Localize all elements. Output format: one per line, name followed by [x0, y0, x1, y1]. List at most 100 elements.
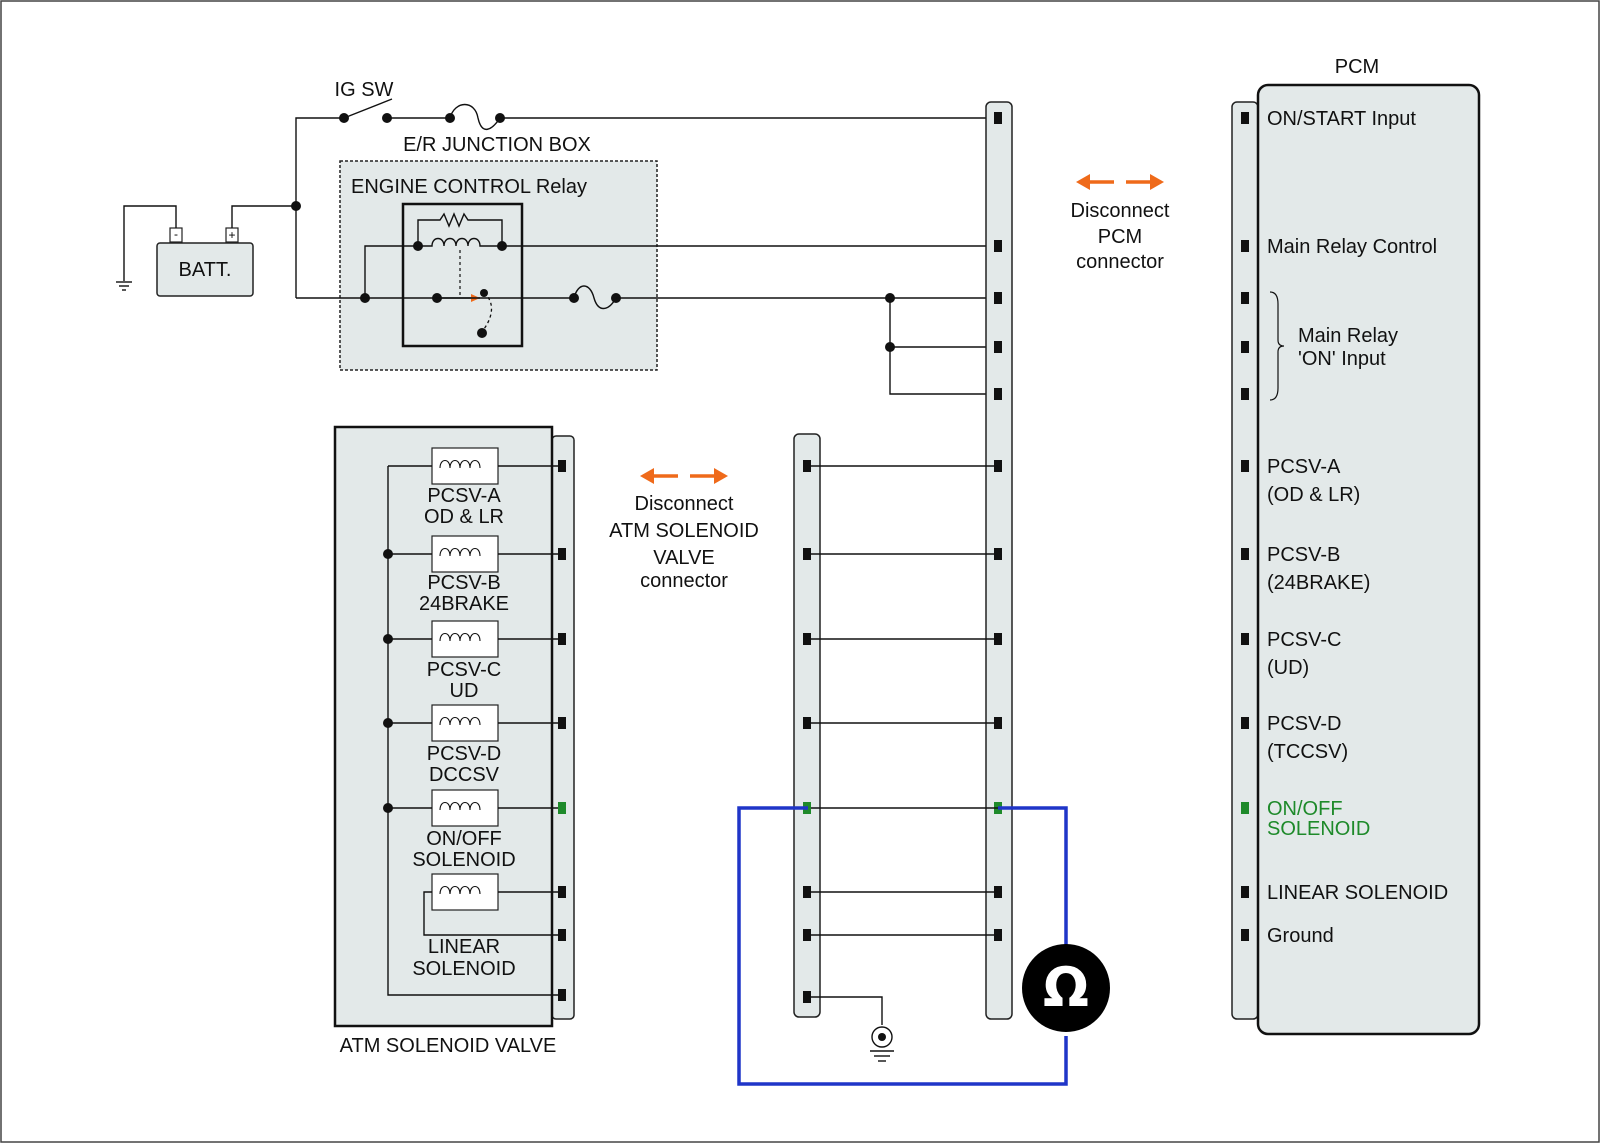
solenoid-label: PCSV-C	[427, 659, 501, 681]
engine-control-relay-box: ENGINE CONTROL Relay	[339, 160, 658, 371]
ig-sw-label: IG SW	[335, 79, 394, 101]
pcm-pin[interactable]	[1241, 388, 1249, 400]
pcm-pin-label: (OD & LR)	[1267, 484, 1360, 506]
engine-control-relay-label: ENGINE CONTROL Relay	[351, 176, 587, 198]
atm-harness-pin[interactable]	[803, 991, 811, 1003]
svg-text:+: +	[228, 228, 235, 242]
pcm-pin[interactable]	[1241, 548, 1249, 560]
pcm-harness-pin[interactable]	[994, 292, 1002, 304]
atm-valve-pin[interactable]	[558, 633, 566, 645]
meter-lead-left	[737, 806, 1068, 1086]
pcm-pin-label: Ground	[1267, 925, 1334, 947]
solenoid-coil	[423, 873, 562, 911]
pcm-pin-label: ON/START Input	[1267, 108, 1416, 130]
pcm-pin-label: SOLENOID	[1267, 818, 1370, 840]
atm-solenoid-valve-label: ATM SOLENOID VALVE	[340, 1035, 557, 1057]
disconnect-pcm-line2: PCM	[1098, 226, 1142, 248]
pcm-pin[interactable]	[1241, 929, 1249, 941]
disconnect-pcm-arrows	[1076, 174, 1164, 190]
pcm-pin-label: 'ON' Input	[1298, 348, 1386, 370]
pcm-title: PCM	[1335, 56, 1379, 78]
solenoid-label: LINEAR	[428, 936, 500, 958]
solenoid-label: SOLENOID	[412, 849, 515, 871]
atm-harness-pin[interactable]	[803, 548, 811, 560]
solenoid-label: PCSV-D	[427, 743, 501, 765]
solenoid-coil	[383, 620, 562, 658]
pcm-pin[interactable]	[1241, 886, 1249, 898]
atm-valve-pin[interactable]	[558, 989, 566, 1001]
pcm-harness-pin[interactable]	[994, 388, 1002, 400]
ground-symbol	[116, 281, 132, 291]
pcm-harness-pin[interactable]	[994, 112, 1002, 124]
ohmmeter[interactable]: Ω	[1022, 944, 1110, 1032]
ohm-icon: Ω	[1043, 956, 1089, 1019]
solenoid-coil	[383, 704, 562, 742]
pcm-pin-label: PCSV-A	[1267, 456, 1341, 478]
atm-valve-pin[interactable]	[558, 460, 566, 472]
disconnect-atm-arrows	[640, 468, 728, 484]
pcm-pin-label: LINEAR SOLENOID	[1267, 882, 1448, 904]
pcm-connector-strip	[1231, 101, 1259, 1020]
atm-valve-pin[interactable]	[558, 548, 566, 560]
atm-valve-pin[interactable]	[558, 929, 566, 941]
solenoid-label: ON/OFF	[426, 828, 502, 850]
solenoid-label: UD	[450, 680, 479, 702]
pcm-pin-label: PCSV-D	[1267, 713, 1341, 735]
solenoid-coil	[388, 447, 562, 485]
atm-harness-pin[interactable]	[803, 886, 811, 898]
pcm-harness-pin[interactable]	[994, 341, 1002, 353]
atm-valve-pin[interactable]	[558, 886, 566, 898]
pcm-pin-label: (24BRAKE)	[1267, 572, 1370, 594]
linear-solenoid-return	[423, 897, 562, 936]
er-junction-box-label: E/R JUNCTION BOX	[403, 134, 591, 156]
solenoid-label: 24BRAKE	[419, 593, 509, 615]
disconnect-atm-line3: VALVE	[653, 547, 715, 569]
pcm-pin-label: PCSV-B	[1267, 544, 1340, 566]
pcm-harness-pin[interactable]	[994, 240, 1002, 252]
pcm-body	[1256, 83, 1481, 1036]
pcm-pin-label: PCSV-C	[1267, 629, 1341, 651]
pcm-pin[interactable]	[1241, 112, 1249, 124]
pcm-pin[interactable]	[1241, 240, 1249, 252]
pcm-pin-label: ON/OFF	[1267, 798, 1343, 820]
chassis-ground-symbol	[870, 1026, 894, 1062]
atm-harness-pin[interactable]	[803, 717, 811, 729]
svg-text:-: -	[174, 227, 178, 241]
battery-label: BATT.	[179, 259, 232, 281]
disconnect-atm-line2: ATM SOLENOID	[609, 520, 759, 542]
pcm-pin[interactable]	[1241, 633, 1249, 645]
pin-group-brace	[1269, 291, 1285, 401]
solenoid-label: OD & LR	[424, 506, 504, 528]
pcm-pin-label: Main Relay Control	[1267, 236, 1437, 258]
pcm-harness-connector	[985, 101, 1013, 1020]
atm-valve-pin[interactable]	[558, 717, 566, 729]
atm-harness-pin[interactable]	[803, 633, 811, 645]
atm-harness-pin[interactable]	[803, 929, 811, 941]
solenoid-label: PCSV-B	[427, 572, 500, 594]
pcm-pin[interactable]	[1241, 802, 1249, 814]
pcm-pin-label: Main Relay	[1298, 325, 1398, 347]
solenoid-label: SOLENOID	[412, 958, 515, 980]
pcm-pin[interactable]	[1241, 717, 1249, 729]
meter-lead-right	[998, 806, 1068, 948]
atm-valve-pin[interactable]	[558, 802, 566, 814]
pcm-pin[interactable]	[1241, 460, 1249, 472]
disconnect-atm-line1: Disconnect	[635, 493, 734, 515]
solenoid-coil	[383, 789, 562, 827]
disconnect-atm-line4: connector	[640, 570, 728, 592]
solenoid-coil	[383, 535, 562, 573]
solenoid-label: PCSV-A	[427, 485, 501, 507]
pcm-pin-label: (TCCSV)	[1267, 741, 1348, 763]
solenoid-label: DCCSV	[429, 764, 500, 786]
pcm-pin-label: (UD)	[1267, 657, 1309, 679]
battery: - + BATT.	[156, 227, 254, 297]
disconnect-pcm-line1: Disconnect	[1071, 200, 1170, 222]
disconnect-pcm-line3: connector	[1076, 251, 1164, 273]
pcm-pin[interactable]	[1241, 341, 1249, 353]
pcm-pin[interactable]	[1241, 292, 1249, 304]
atm-harness-pin[interactable]	[803, 460, 811, 472]
